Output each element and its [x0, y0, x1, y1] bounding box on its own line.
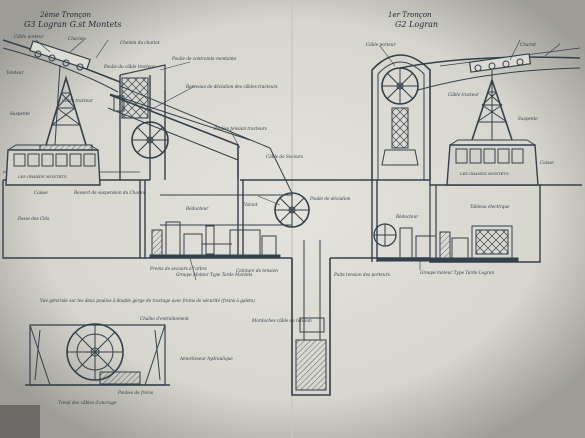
label-cable-secours: Câble de Secours	[266, 154, 303, 159]
label-suspente-left: Suspente	[10, 111, 30, 116]
label-caisse-right: Caisse	[540, 160, 554, 165]
label-cable-tracteur-right: Câble tracteur	[448, 92, 480, 97]
tension-shaft	[291, 240, 331, 396]
label-groupe-moteur-right: Groupe moteur Type Tarde Logran	[420, 270, 494, 275]
label-poulie-deviation: Poulie de déviation	[309, 196, 351, 201]
left-headgear-frame	[107, 64, 239, 180]
labels: Câble porteur Chariot Chemin du chariot …	[6, 34, 554, 405]
label-groupe-moteur-left: Groupe Moteur Type Tarde Monlets	[176, 272, 252, 277]
label-berceaux-deviation: Berceaux de déviation des câbles tracteu…	[185, 84, 278, 89]
label-detail-poulies: Poulies de freins	[117, 390, 153, 395]
label-ressort-wagon: Ressort de suspension du Chariot	[73, 190, 146, 195]
left-cabin	[5, 64, 101, 186]
label-reducteur-right: Réducteur	[395, 214, 419, 219]
label-chariot-left: Chariot	[68, 36, 84, 41]
label-poulie-montante: Poulie de contrainte montante	[171, 56, 237, 61]
label-poulie-cable-tracteur: Poulie du câble tracteur	[103, 64, 156, 69]
left-machinery	[149, 221, 281, 259]
dark-corner	[0, 405, 40, 438]
leader-lines	[35, 37, 561, 281]
label-reducteur-left: Réducteur	[185, 206, 209, 211]
label-frein-secours: Freins de secours à l'arbre	[149, 266, 208, 271]
right-chariot	[468, 53, 532, 73]
label-cabin-right: LES GRANDS MONTETS	[459, 171, 509, 176]
label-cable-porteur-left: Câble porteur	[14, 34, 45, 39]
label-fosse: Fosse des Cbls	[17, 216, 49, 221]
label-poulies-tension: Poulies tension tracteurs	[213, 126, 267, 131]
right-station-title: G2 Logran	[395, 20, 438, 29]
label-suspente-right: Suspente	[518, 116, 538, 121]
label-detail-hydraulique: Amortisseur hydraulique	[179, 356, 233, 361]
titles: 2ème Tronçon G3 Logran G.st Montets 1er …	[24, 11, 438, 29]
detail-drawing	[25, 323, 170, 386]
label-tableau-electrique: Tableau électrique	[470, 204, 510, 209]
label-contrepoids: Ceinture de tension	[236, 268, 278, 273]
label-detail-note: Vue générale sur les deux poulies à doub…	[40, 298, 255, 303]
left-station-title: G3 Logran G.st Montets	[24, 20, 122, 29]
right-cabin	[446, 139, 539, 186]
label-tendeur: Tendeur	[6, 70, 24, 75]
label-detail-treuil: Treuil des câbles d'ancrage	[58, 400, 117, 405]
right-head-frame	[371, 54, 431, 180]
label-cabin-left: LES GRANDS MONTETS	[17, 174, 67, 179]
label-chariot-right: Chariot	[520, 42, 536, 47]
label-cable-tracteur-left: Câble tracteur	[62, 98, 94, 103]
label-mordaches: Mordaches câble de tension	[251, 318, 312, 323]
label-caisse: Caisse	[34, 190, 48, 195]
label-cable-porteur-right: Câble porteur	[366, 42, 397, 47]
label-volant: Volant	[244, 202, 258, 207]
left-section-title: 2ème Tronçon	[39, 11, 91, 19]
center-drive-wheel	[160, 147, 310, 228]
label-chemin-chariot: Chemin du chariot	[120, 40, 160, 45]
right-machinery	[373, 223, 519, 262]
label-detail-chaine: Chaîne d'entraînement	[140, 316, 189, 321]
left-sheave	[131, 121, 169, 159]
right-pylon	[471, 70, 513, 141]
label-puits: Puits tension des porteurs	[333, 272, 390, 277]
right-section-title: 1er Tronçon	[388, 11, 432, 19]
